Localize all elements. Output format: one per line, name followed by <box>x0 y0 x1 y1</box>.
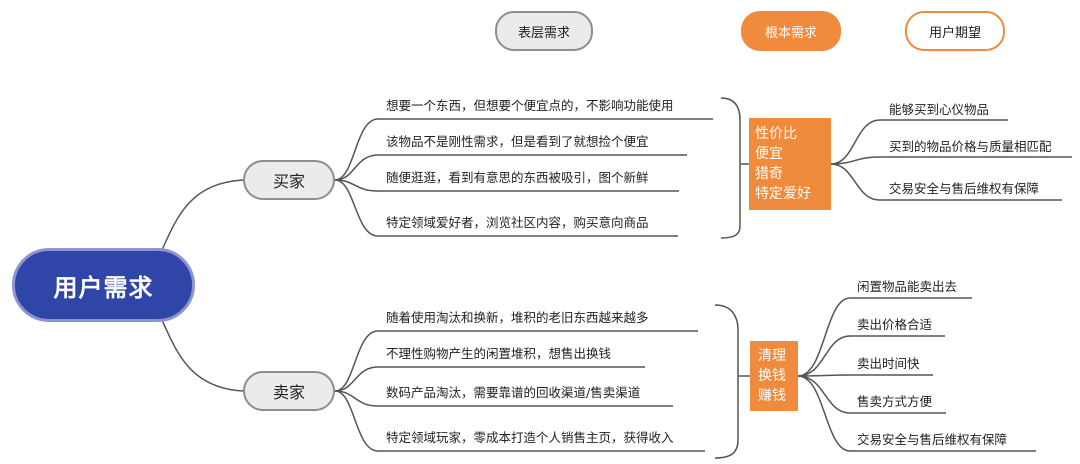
seller-root-need-2: 换钱 <box>758 368 786 384</box>
seller-surface-need-3: 数码产品淘汰，需要靠谱的回收渠道/售卖渠道 <box>386 385 641 400</box>
buyer-root-needs-box: 性价比 便宜 猎奇 特定爱好 <box>749 118 831 210</box>
buyer-root-need-3: 猎奇 <box>755 166 783 182</box>
branch-node-buyer: 买家 <box>243 160 335 200</box>
seller-root-needs-box: 清理 换钱 赚钱 <box>750 341 798 411</box>
buyer-root-need-2: 便宜 <box>755 146 783 162</box>
branch-node-seller: 卖家 <box>243 371 335 411</box>
seller-root-need-1: 清理 <box>758 348 786 364</box>
seller-expectation-5: 交易安全与售后维权有保障 <box>857 432 1008 447</box>
buyer-expectation-2: 买到的物品价格与质量相匹配 <box>889 139 1052 154</box>
central-node-user-needs: 用户需求 <box>12 248 195 322</box>
seller-surface-need-1: 随着使用淘汰和换新，堆积的老旧东西越来越多 <box>386 310 649 325</box>
surface-needs-header: 表层需求 <box>495 11 593 51</box>
seller-expectation-2: 卖出价格合适 <box>857 317 933 332</box>
buyer-root-need-1: 性价比 <box>755 126 797 142</box>
seller-expectation-1: 闲置物品能卖出去 <box>857 279 958 294</box>
user-expectation-header: 用户期望 <box>905 11 1005 51</box>
buyer-surface-need-4: 特定领域爱好者，浏览社区内容，购买意向商品 <box>386 215 649 230</box>
seller-expectation-4: 售卖方式方便 <box>857 394 933 409</box>
seller-surface-need-4: 特定领域玩家，零成本打造个人销售主页，获得收入 <box>386 430 674 445</box>
buyer-expectation-1: 能够买到心仪物品 <box>889 102 990 117</box>
buyer-expectation-3: 交易安全与售后维权有保障 <box>889 181 1040 196</box>
seller-root-need-3: 赚钱 <box>758 388 786 404</box>
seller-expectation-3: 卖出时间快 <box>857 356 920 371</box>
buyer-root-need-4: 特定爱好 <box>755 186 811 202</box>
buyer-surface-need-2: 该物品不是刚性需求，但是看到了就想捡个便宜 <box>386 134 649 149</box>
seller-surface-need-2: 不理性购物产生的闲置堆积，想售出换钱 <box>386 346 612 361</box>
root-needs-header: 根本需求 <box>741 11 841 51</box>
buyer-surface-need-1: 想要一个东西，但想要个便宜点的，不影响功能使用 <box>386 98 674 113</box>
buyer-surface-need-3: 随便逛逛，看到有意思的东西被吸引，图个新鲜 <box>386 170 649 185</box>
